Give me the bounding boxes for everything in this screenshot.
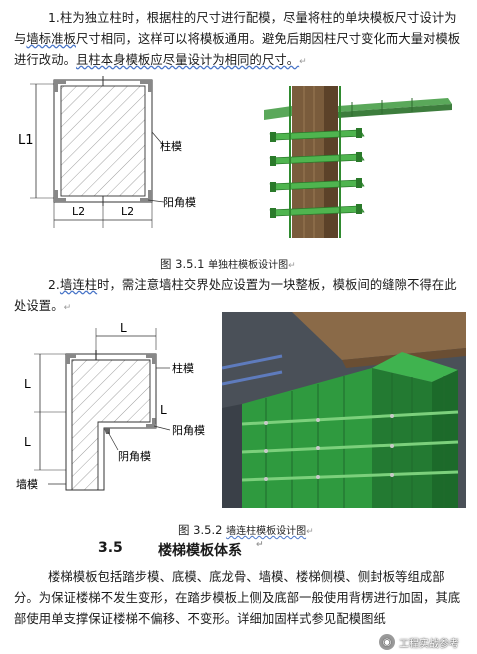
dim-L1: L1 bbox=[18, 133, 34, 148]
paragraph-3: 楼梯模板包括踏步模、底模、底龙骨、墙模、楼梯侧模、侧封板等组成部分。为保证楼梯不… bbox=[14, 570, 461, 626]
dim-L-left-1: L bbox=[24, 377, 31, 391]
figure-caption-1: 图 3.5.1 单独柱模板设计图↵ bbox=[160, 257, 296, 271]
paragraph-2: 2.墙连柱时，需注意墙柱交界处应设置为一块整板，模板间的缝隙不得在此处设置。↵ bbox=[14, 278, 457, 313]
label-corner-form-2: 阳角模 bbox=[172, 424, 205, 437]
wechat-icon: ◉ bbox=[379, 634, 395, 650]
dim-L2-right: L2 bbox=[121, 205, 134, 218]
dim-L-left-2: L bbox=[24, 435, 31, 449]
section-title: 楼梯模板体系 bbox=[158, 543, 242, 559]
paragraph-1: 1.柱为独立柱时，根据柱的尺寸进行配模，尽量将柱的单块模板尺寸设计为与墙标准板尺… bbox=[14, 11, 461, 67]
wall-column-form-plan-drawing: L L L L 柱模 阳角模 阴角模 墙模 bbox=[16, 321, 205, 491]
label-column-form-2: 柱模 bbox=[172, 361, 194, 375]
dim-L2-left: L2 bbox=[72, 205, 85, 218]
label-column-form: 柱模 bbox=[160, 139, 182, 153]
label-corner-form: 阳角模 bbox=[163, 196, 196, 209]
label-inner-corner-form: 阴角模 bbox=[118, 450, 151, 463]
wall-column-formwork-3d-render bbox=[222, 312, 466, 508]
column-form-plan-drawing: L1 L2 L2 柱模 阳角模 bbox=[18, 76, 196, 228]
figure-caption-2: 图 3.5.2 墙连柱模板设计图↵ bbox=[178, 523, 314, 537]
watermark: ◉ 工程实战参考 bbox=[379, 634, 459, 650]
dim-L-top: L bbox=[120, 321, 127, 335]
section-number: 3.5 bbox=[98, 540, 123, 556]
column-formwork-3d-render bbox=[264, 86, 452, 238]
dim-L-inner: L bbox=[160, 403, 167, 417]
label-wall-form: 墙模 bbox=[16, 477, 38, 491]
